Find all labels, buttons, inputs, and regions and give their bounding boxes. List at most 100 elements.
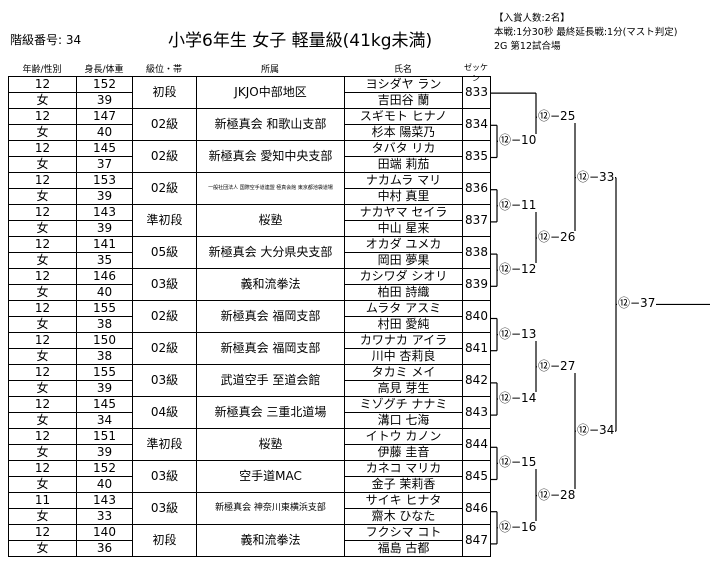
match-label: ⑫−25 <box>537 109 577 124</box>
weight-cell: 33 <box>76 508 133 525</box>
zekken-cell: 838 <box>462 236 491 269</box>
height-cell: 143 <box>76 204 133 221</box>
weight-cell: 36 <box>76 540 133 557</box>
gender-cell: 女 <box>8 476 77 493</box>
weight-cell: 34 <box>76 412 133 429</box>
age-cell: 12 <box>8 460 77 477</box>
match-label: ⑫−16 <box>498 519 538 534</box>
grade-cell: 03級 <box>132 364 197 397</box>
age-cell: 12 <box>8 76 77 93</box>
match-label: ⑫−15 <box>498 455 538 470</box>
weight-cell: 39 <box>76 220 133 237</box>
name-kana-cell: カシワダ シオリ <box>344 268 463 285</box>
col-header-affiliation: 所属 <box>260 65 279 75</box>
class-number: 階級番号: 34 <box>10 33 82 47</box>
affiliation-cell: 義和流拳法 <box>196 524 345 557</box>
zekken-cell: 847 <box>462 524 491 557</box>
grade-cell: 02級 <box>132 108 197 141</box>
height-cell: 155 <box>76 364 133 381</box>
name-kanji-cell: 福島 古都 <box>344 540 463 557</box>
match-label: ⑫−11 <box>498 197 538 212</box>
match-label: ⑫−13 <box>498 326 538 341</box>
affiliation-cell: 新極真会 愛知中央支部 <box>196 140 345 173</box>
height-cell: 152 <box>76 460 133 477</box>
name-kana-cell: ナカヤマ セイラ <box>344 204 463 221</box>
name-kana-cell: タバタ リカ <box>344 140 463 157</box>
grade-cell: 04級 <box>132 396 197 429</box>
weight-cell: 39 <box>76 188 133 205</box>
name-kanji-cell: 伊藤 圭音 <box>344 444 463 461</box>
gender-cell: 女 <box>8 316 77 333</box>
prize-count: 【入賞人数:2名】 <box>494 13 570 24</box>
weight-cell: 39 <box>76 92 133 109</box>
weight-cell: 40 <box>76 124 133 141</box>
gender-cell: 女 <box>8 540 77 557</box>
court-info: 2G 第12試合場 <box>494 41 561 52</box>
col-header-height-weight: 身長/体重 <box>84 65 124 75</box>
col-header-age-gender: 年齢/性別 <box>22 65 62 75</box>
zekken-cell: 846 <box>462 492 491 525</box>
zekken-cell: 845 <box>462 460 491 493</box>
zekken-cell: 835 <box>462 140 491 173</box>
age-cell: 12 <box>8 140 77 157</box>
name-kanji-cell: 吉田谷 蘭 <box>344 92 463 109</box>
match-label: ⑫−10 <box>498 133 538 148</box>
zekken-cell: 837 <box>462 204 491 237</box>
weight-cell: 39 <box>76 444 133 461</box>
name-kana-cell: ムラタ アスミ <box>344 300 463 317</box>
age-cell: 12 <box>8 364 77 381</box>
height-cell: 143 <box>76 492 133 509</box>
zekken-cell: 836 <box>462 172 491 205</box>
weight-cell: 39 <box>76 380 133 397</box>
gender-cell: 女 <box>8 284 77 301</box>
grade-cell: 05級 <box>132 236 197 269</box>
match-label: ⑫−27 <box>537 358 577 373</box>
match-time: 本戦:1分30秒 最終延長戦:1分(マスト判定) <box>494 27 678 38</box>
page-title: 小学6年生 女子 軽量級(41kg未満) <box>168 31 433 51</box>
affiliation-cell: 新極真会 和歌山支部 <box>196 108 345 141</box>
age-cell: 11 <box>8 492 77 509</box>
height-cell: 153 <box>76 172 133 189</box>
zekken-cell: 839 <box>462 268 491 301</box>
rules-block: 【入賞人数:2名】 本戦:1分30秒 最終延長戦:1分(マスト判定) 2G 第1… <box>494 12 678 54</box>
zekken-cell: 834 <box>462 108 491 141</box>
height-cell: 146 <box>76 268 133 285</box>
match-label: ⑫−12 <box>498 262 538 277</box>
grade-cell: 準初段 <box>132 428 197 461</box>
affiliation-cell: 新極真会 三重北道場 <box>196 396 345 429</box>
match-label: ⑫−37 <box>617 296 657 311</box>
age-cell: 12 <box>8 332 77 349</box>
match-label: ⑫−26 <box>537 230 577 244</box>
age-cell: 12 <box>8 524 77 541</box>
col-header-grade: 級位・帯 <box>145 65 182 75</box>
match-label: ⑫−14 <box>498 391 538 405</box>
height-cell: 151 <box>76 428 133 445</box>
zekken-cell: 842 <box>462 364 491 397</box>
zekken-cell: 844 <box>462 428 491 461</box>
name-kana-cell: ミゾグチ ナナミ <box>344 396 463 413</box>
match-label: ⑫−28 <box>537 487 577 502</box>
zekken-cell: 843 <box>462 396 491 429</box>
name-kana-cell: タカミ メイ <box>344 364 463 381</box>
affiliation-cell: 空手道MAC <box>196 460 345 493</box>
match-label: ⑫−33 <box>576 169 616 184</box>
affiliation-cell: 新極真会 神奈川東横浜支部 <box>196 492 345 525</box>
grade-cell: 03級 <box>132 268 197 301</box>
